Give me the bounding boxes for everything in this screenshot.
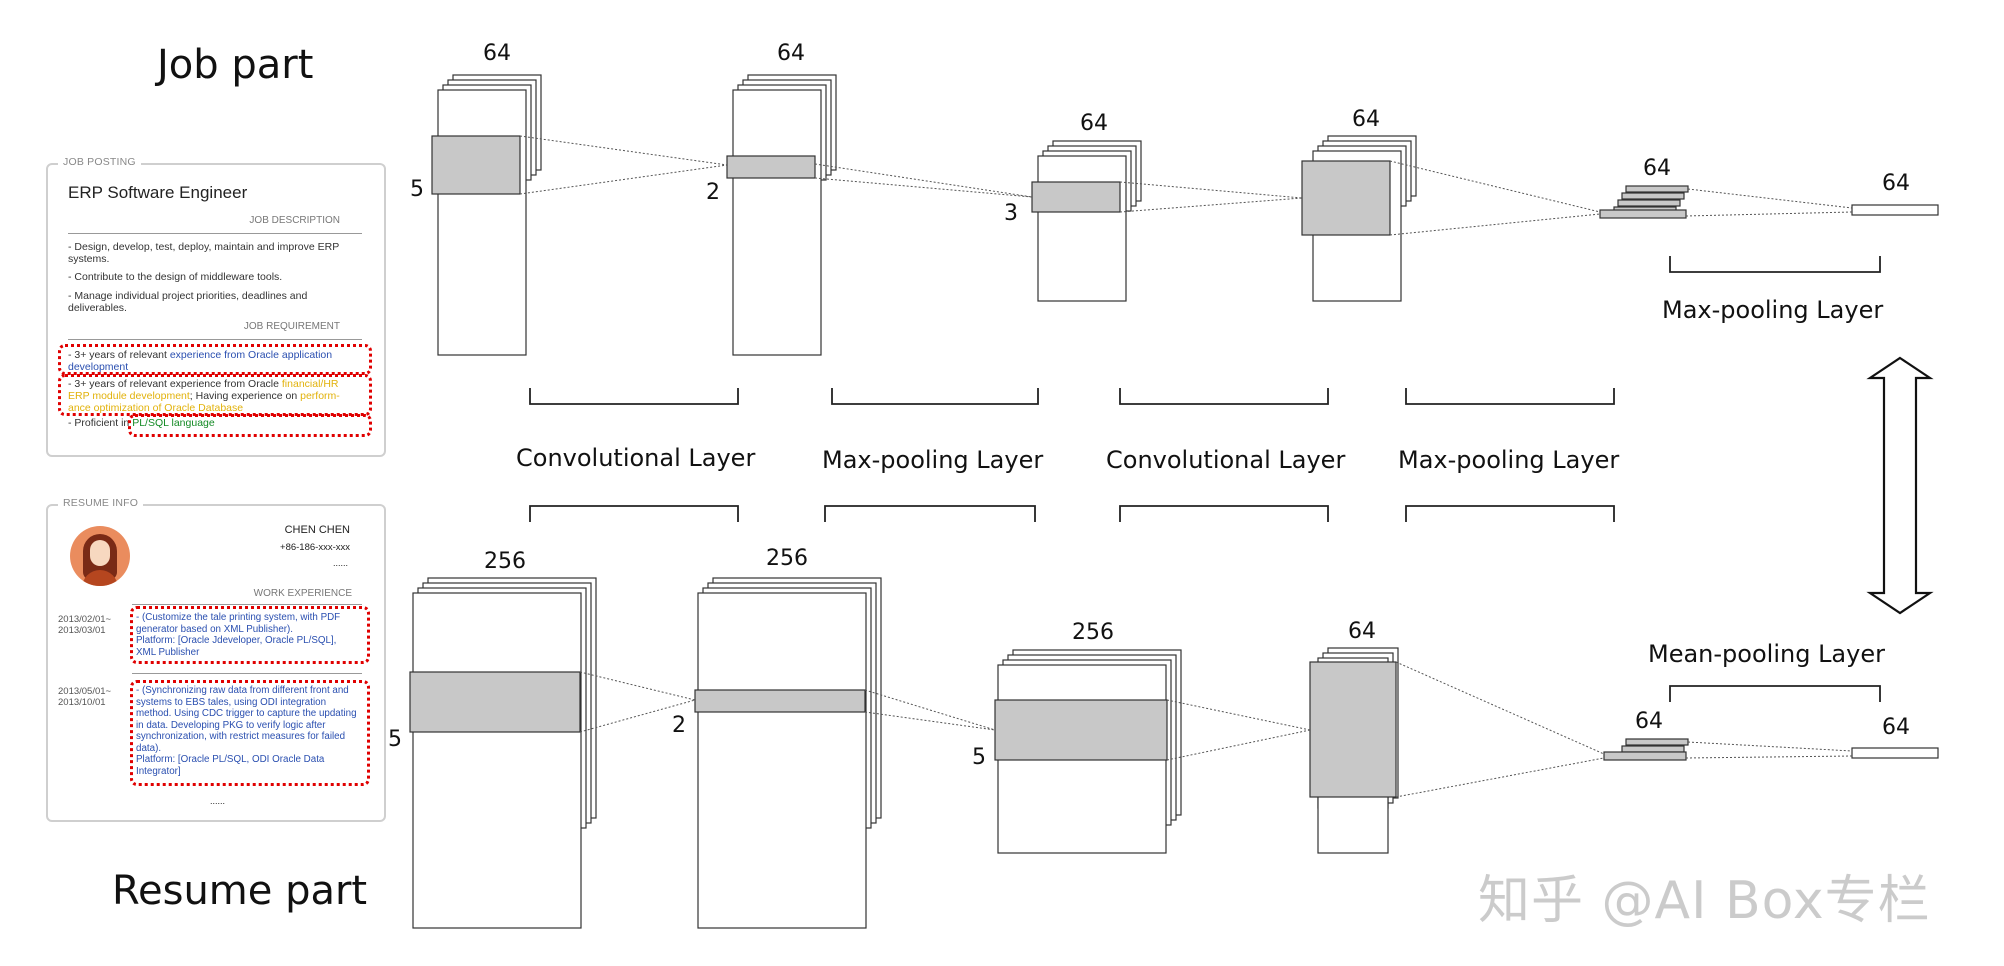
experience-date: 2013/05/01~ 2013/10/01 xyxy=(58,686,112,708)
resume-depth-label: 64 xyxy=(1348,619,1376,644)
resume-connections xyxy=(579,661,1853,798)
more-dots: ...... xyxy=(332,558,348,568)
end-dots: ...... xyxy=(210,796,226,806)
layer-label-maxpool-2: Max-pooling Layer xyxy=(1398,446,1619,474)
requirement-2: - 3+ years of relevant experience from O… xyxy=(68,378,340,414)
resume-part-title: Resume part xyxy=(112,868,368,914)
job-depth-label: 64 xyxy=(777,41,805,66)
brackets xyxy=(529,256,1881,702)
resume-depth-label: 256 xyxy=(766,546,808,571)
job-depth-label: 64 xyxy=(483,41,511,66)
job-pooled-vector xyxy=(1599,185,1689,219)
job-connections xyxy=(519,135,1853,236)
job-requirement-heading: JOB REQUIREMENT xyxy=(243,321,340,332)
divider xyxy=(132,604,362,605)
job-final-layer-label: Max-pooling Layer xyxy=(1662,296,1883,324)
resume-kernel-label: 5 xyxy=(972,745,986,770)
job-posting-card: JOB POSTING ERP Software Engineer JOB DE… xyxy=(46,156,386,457)
job-kernel-label: 3 xyxy=(1004,201,1018,226)
divider xyxy=(68,339,362,340)
job-desc-line: - Design, develop, test, deploy, maintai… xyxy=(68,241,340,265)
resume-kernel-label: 5 xyxy=(388,727,402,752)
job-description-heading: JOB DESCRIPTION xyxy=(249,215,340,226)
resume-final-layer-label: Mean-pooling Layer xyxy=(1648,640,1885,668)
requirement-3: - Proficient in PL/SQL language xyxy=(68,417,215,429)
experience-2: - (Synchronizing raw data from different… xyxy=(136,685,357,777)
layer-label-conv-2: Convolutional Layer xyxy=(1106,446,1345,474)
job-feature-map-4 xyxy=(1301,135,1417,302)
layer-label-maxpool-1: Max-pooling Layer xyxy=(822,446,1043,474)
resume-feature-map-4 xyxy=(1309,647,1399,854)
requirement-1: - 3+ years of relevant experience from O… xyxy=(68,349,333,373)
candidate-phone: +86-186-xxx-xxx xyxy=(280,542,350,553)
job-desc-line: - Contribute to the design of middleware… xyxy=(68,271,283,283)
work-experience-heading: WORK EXPERIENCE xyxy=(253,588,352,599)
job-depth-label: 64 xyxy=(1882,171,1910,196)
job-part-title: Job part xyxy=(157,42,314,88)
resume-depth-label: 64 xyxy=(1635,709,1663,734)
resume-feature-map-3 xyxy=(994,649,1182,854)
job-desc-line: - Manage individual project priorities, … xyxy=(68,290,308,314)
resume-kernel-label: 2 xyxy=(672,713,686,738)
job-depth-label: 64 xyxy=(1352,107,1380,132)
resume-feature-map-2 xyxy=(694,577,882,929)
watermark: 知乎 @AI Box专栏 xyxy=(1478,871,1931,931)
divider xyxy=(132,673,362,674)
resume-info-card: RESUME INFO CHEN CHEN +86-186-xxx-xxx ..… xyxy=(46,497,386,822)
experience-1: - (Customize the tale printing system, w… xyxy=(136,612,341,658)
job-posting-legend: JOB POSTING xyxy=(58,156,141,168)
job-feature-map-3 xyxy=(1031,140,1142,302)
resume-pooled-vector xyxy=(1603,738,1689,761)
job-kernel-label: 2 xyxy=(706,180,720,205)
highlight-box xyxy=(130,680,370,786)
highlight-box xyxy=(130,606,370,664)
job-depth-label: 64 xyxy=(1080,111,1108,136)
resume-depth-label: 64 xyxy=(1882,715,1910,740)
job-output-vector xyxy=(1851,204,1939,216)
layer-label-conv-1: Convolutional Layer xyxy=(516,444,755,472)
job-kernel-label: 5 xyxy=(410,177,424,202)
experience-date: 2013/02/01~ 2013/03/01 xyxy=(58,614,112,636)
resume-depth-label: 256 xyxy=(484,549,526,574)
resume-info-legend: RESUME INFO xyxy=(58,497,144,509)
job-depth-label: 64 xyxy=(1643,156,1671,181)
avatar xyxy=(70,526,130,586)
candidate-name: CHEN CHEN xyxy=(284,524,350,536)
double-arrow-icon xyxy=(1866,356,1934,615)
resume-depth-label: 256 xyxy=(1072,620,1114,645)
resume-output-vector xyxy=(1851,747,1939,759)
divider xyxy=(68,233,362,234)
job-feature-map-2 xyxy=(726,74,837,356)
resume-feature-map-1 xyxy=(409,577,597,929)
highlight-box xyxy=(128,414,372,437)
job-feature-map-1 xyxy=(431,74,542,356)
highlight-box xyxy=(58,344,372,375)
job-title: ERP Software Engineer xyxy=(68,183,248,202)
